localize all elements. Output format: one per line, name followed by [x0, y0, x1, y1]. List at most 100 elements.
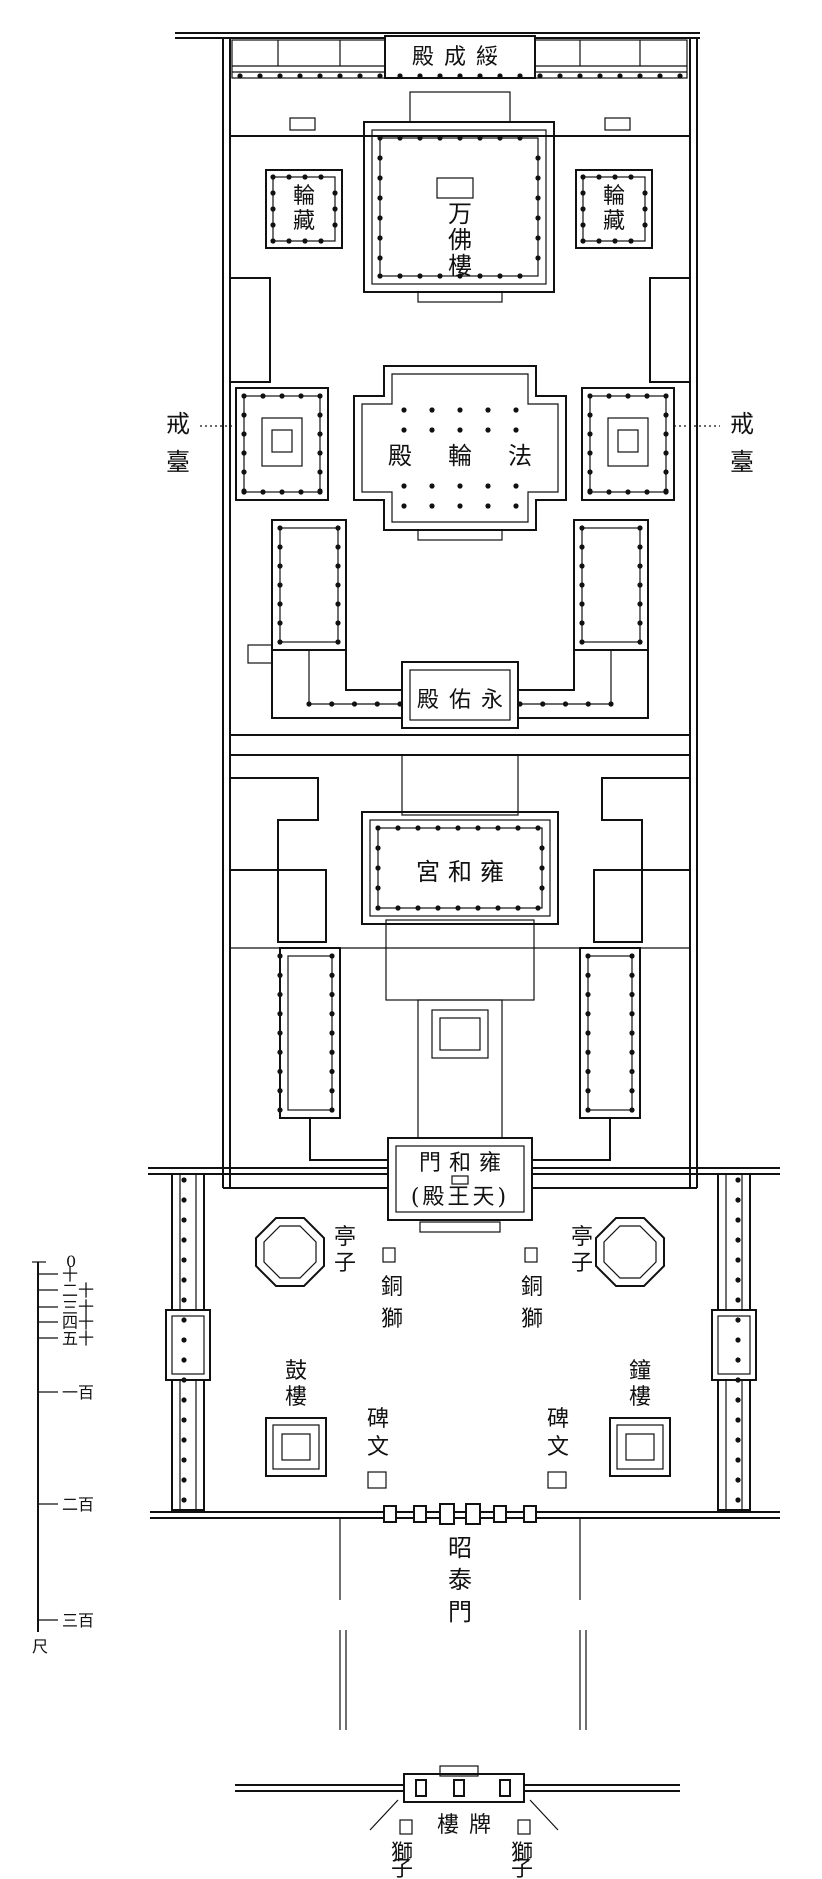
column-dot	[257, 73, 263, 79]
column-dot	[485, 427, 491, 433]
column-dot	[279, 393, 285, 399]
column-dot	[535, 825, 541, 831]
column-dot	[642, 190, 648, 196]
column-dot	[277, 1049, 283, 1055]
column-dot	[477, 73, 483, 79]
column-dot	[539, 845, 545, 851]
column-dot	[277, 601, 283, 607]
column-dot	[735, 1257, 741, 1263]
column-dot	[629, 1030, 635, 1036]
column-dot	[497, 73, 503, 79]
column-dot	[397, 701, 403, 707]
column-dot	[663, 431, 669, 437]
column-dot	[663, 469, 669, 475]
lion-right-label-1: 獅	[511, 1841, 533, 1866]
column-dot	[395, 905, 401, 911]
column-dot	[577, 73, 583, 79]
yonghe-palace-label-1: 宮	[416, 858, 440, 886]
column-dot	[337, 73, 343, 79]
lion-left-label-2: 子	[391, 1857, 413, 1879]
column-dot	[277, 563, 283, 569]
zhaotai-gate	[339, 1503, 587, 1730]
column-dot	[587, 393, 593, 399]
wheel-right-label-1: 輪	[603, 184, 625, 209]
zhaotai-gate-label-2: 泰	[448, 1566, 472, 1594]
pavilion-right-label-1: 亭	[571, 1225, 593, 1250]
jietai-left-label-1: 戒	[166, 410, 190, 438]
column-dot	[317, 450, 323, 456]
column-dot	[375, 865, 381, 871]
column-dot	[608, 701, 614, 707]
front-side-corridors	[165, 1173, 757, 1511]
wheel-right-label-2: 藏	[603, 209, 625, 234]
column-dot	[612, 238, 618, 244]
column-dot	[587, 469, 593, 475]
column-dot	[270, 190, 276, 196]
column-dot	[735, 1497, 741, 1503]
stele-right-label-2: 文	[547, 1435, 569, 1460]
column-dot	[298, 489, 304, 495]
bronze-lion-left-mark	[382, 1247, 396, 1263]
column-dot	[597, 73, 603, 79]
column-dot	[596, 238, 602, 244]
bronze-lion-left-label-2: 獅	[381, 1307, 403, 1332]
column-dot	[317, 393, 323, 399]
column-dot	[735, 1397, 741, 1403]
column-dot	[357, 73, 363, 79]
column-dot	[735, 1357, 741, 1363]
column-dot	[457, 273, 463, 279]
column-dot	[625, 489, 631, 495]
lion-right-label-2: 子	[511, 1857, 533, 1879]
column-dot	[535, 235, 541, 241]
column-dot	[260, 393, 266, 399]
column-dot	[429, 483, 435, 489]
column-dot	[637, 620, 643, 626]
column-dot	[241, 412, 247, 418]
scale-label-10: 十	[62, 1265, 78, 1284]
column-dot	[629, 1011, 635, 1017]
zhaotai-gate-label-3: 門	[448, 1598, 472, 1626]
column-dot	[279, 489, 285, 495]
column-dot	[335, 620, 341, 626]
column-dot	[517, 73, 523, 79]
column-dot	[587, 412, 593, 418]
column-dots	[181, 73, 741, 1503]
bell-tower-label-2: 樓	[629, 1385, 651, 1410]
column-dot	[585, 1030, 591, 1036]
stele-right-label-1: 碑	[547, 1407, 569, 1432]
column-dot	[475, 825, 481, 831]
octagon-pavilion-right	[595, 1217, 665, 1287]
zhaotai-gate-label-1: 昭	[448, 1534, 472, 1562]
column-dot	[587, 450, 593, 456]
column-dot	[629, 1068, 635, 1075]
column-dot	[277, 953, 283, 959]
column-dot	[397, 135, 403, 141]
back-hall-row	[231, 35, 688, 131]
jietai-right-label-2: 臺	[730, 448, 754, 476]
column-dot	[663, 450, 669, 456]
column-dot	[735, 1437, 741, 1443]
column-dot	[663, 412, 669, 418]
column-dot	[540, 701, 546, 707]
scale-label-200: 二百	[62, 1495, 94, 1514]
pavilion-left-label-1: 亭	[334, 1225, 356, 1250]
column-dot	[298, 393, 304, 399]
column-dot	[437, 273, 443, 279]
column-dot	[475, 905, 481, 911]
column-dot	[377, 273, 383, 279]
column-dot	[429, 407, 435, 413]
falun-hall-label-1: 殿	[388, 442, 412, 470]
jietai-right	[581, 387, 675, 501]
column-dot	[596, 174, 602, 180]
column-dot	[306, 701, 312, 707]
column-dot	[557, 73, 563, 79]
column-dot	[437, 135, 443, 141]
column-dot	[457, 73, 463, 79]
column-dot	[497, 273, 503, 279]
wheel-left-label-1: 輪	[293, 184, 315, 209]
column-dot	[580, 238, 586, 244]
column-dot	[580, 190, 586, 196]
column-dot	[644, 489, 650, 495]
yongyou-hall	[401, 661, 519, 729]
